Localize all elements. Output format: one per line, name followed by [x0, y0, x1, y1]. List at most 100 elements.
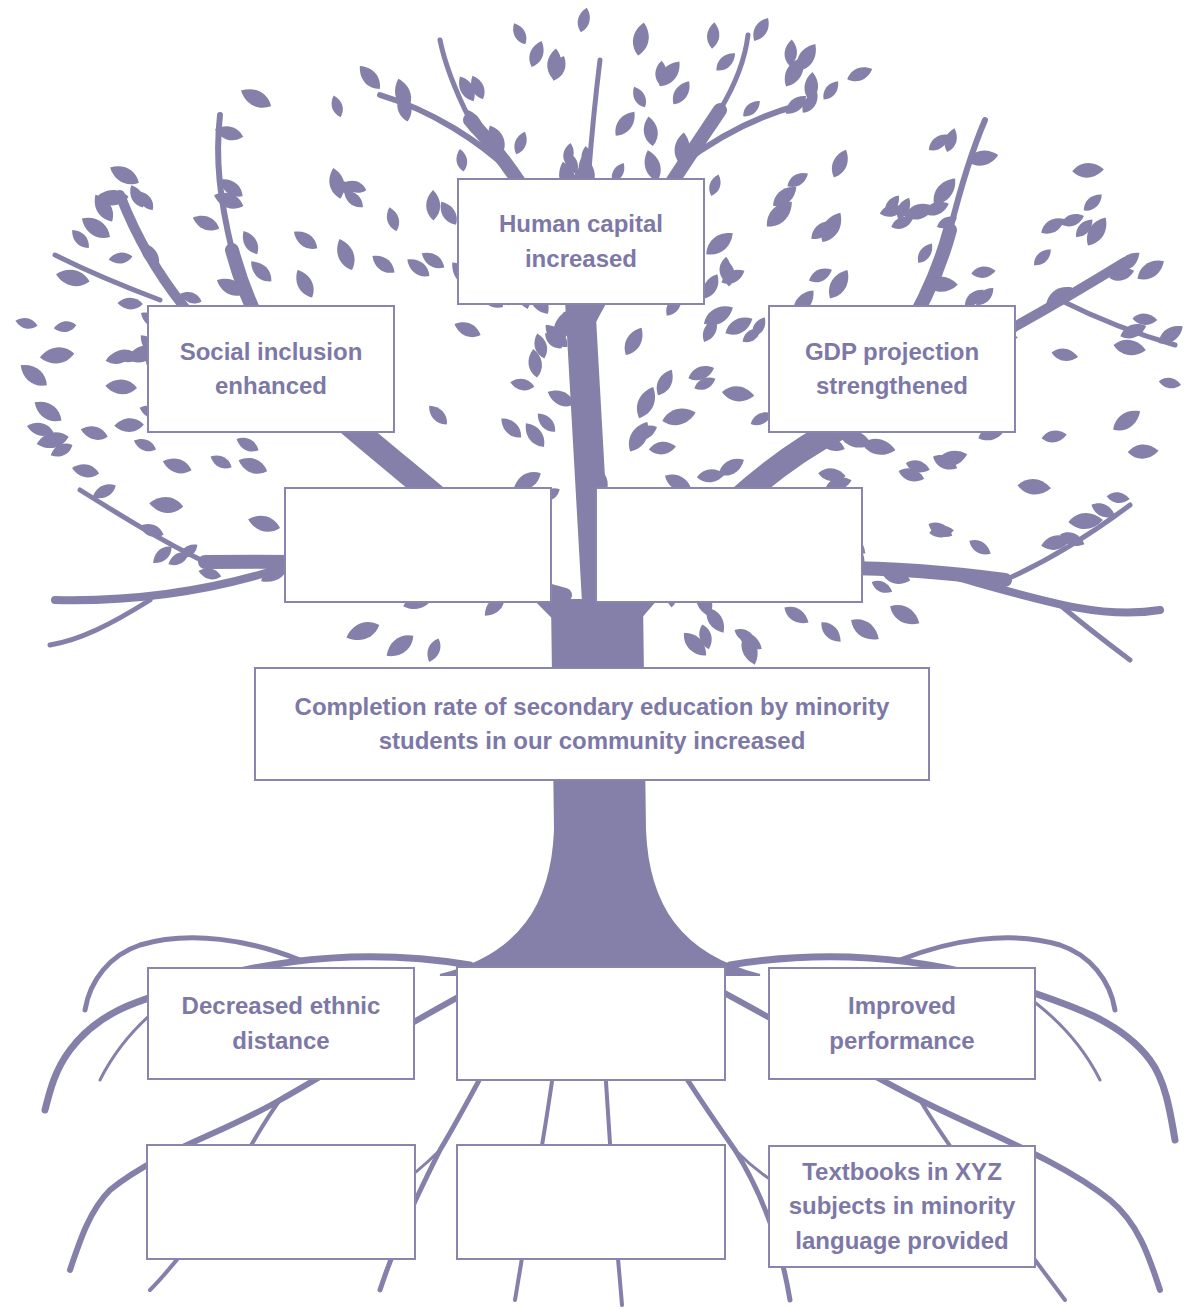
impact-box: Social inclusion enhanced	[147, 305, 395, 433]
leaf	[395, 91, 415, 123]
leaf	[570, 374, 589, 409]
leaf	[509, 21, 530, 47]
leaf	[914, 240, 936, 266]
leaf	[732, 625, 759, 646]
leaf	[404, 254, 434, 281]
leaf	[291, 267, 318, 301]
leaf	[575, 6, 592, 33]
leaf	[384, 206, 402, 233]
leaf	[329, 94, 346, 119]
leaf	[197, 566, 222, 582]
leaf	[818, 467, 847, 483]
empty-box	[457, 1145, 725, 1259]
leaf	[1058, 529, 1087, 550]
leaf	[54, 267, 91, 290]
leaf	[1133, 255, 1168, 285]
leaf	[108, 251, 133, 265]
leaf	[355, 62, 386, 94]
leaf	[1051, 346, 1079, 363]
leaf	[806, 264, 834, 286]
leaf	[234, 434, 261, 455]
leaf	[497, 414, 525, 442]
tree-branches	[50, 35, 1175, 660]
tree-leaves	[14, 6, 1186, 667]
leaf	[16, 359, 51, 391]
leaf	[117, 297, 143, 310]
leaf	[1030, 246, 1054, 270]
cause-box: Improved performance	[768, 967, 1036, 1080]
box-label: Textbooks in XYZ subjects in minority la…	[780, 1155, 1024, 1257]
leaf	[1017, 477, 1052, 496]
leaf	[212, 189, 246, 213]
leaf	[89, 191, 118, 225]
impact-box: GDP projection strengthened	[768, 305, 1016, 433]
cause-box: Decreased ethnic distance	[147, 967, 415, 1080]
leaf	[630, 21, 651, 57]
leaf	[660, 405, 697, 429]
leaf	[807, 216, 836, 243]
leaf	[697, 623, 715, 651]
leaf	[1038, 214, 1068, 238]
empty-box	[457, 967, 725, 1080]
tree-trunk	[440, 600, 760, 975]
leaf	[817, 618, 845, 646]
leaf	[104, 349, 132, 367]
leaf	[546, 48, 563, 80]
leaf	[1072, 162, 1105, 179]
leaf	[828, 147, 853, 180]
leaf	[178, 289, 203, 306]
leaf	[1132, 313, 1158, 326]
leaf	[942, 126, 960, 153]
leaf	[847, 614, 883, 646]
leaf	[79, 423, 109, 443]
leaf	[149, 496, 184, 515]
box-label: Completion rate of secondary education b…	[266, 690, 918, 758]
box-label: Human capital increased	[469, 207, 693, 275]
leaf	[749, 15, 773, 44]
leaf	[706, 173, 723, 198]
leaf	[700, 301, 737, 331]
leaf	[721, 385, 755, 404]
impact-box: Human capital increased	[457, 178, 705, 305]
leaf	[673, 132, 691, 166]
cause-box: Textbooks in XYZ subjects in minority la…	[768, 1145, 1036, 1268]
leaf	[925, 276, 958, 292]
leaf	[53, 320, 77, 333]
leaf	[803, 71, 819, 101]
leaf	[701, 227, 737, 260]
leaf	[214, 274, 249, 301]
box-label: GDP projection strengthened	[780, 335, 1004, 403]
leaf	[819, 78, 842, 103]
leaf	[632, 384, 660, 422]
leaf	[1106, 491, 1130, 504]
leaf	[14, 316, 38, 331]
leaf	[966, 536, 993, 559]
leaf	[881, 193, 903, 217]
tree-roots	[45, 938, 1175, 1305]
leaf	[620, 324, 648, 359]
empty-box	[596, 488, 862, 602]
leaf	[68, 226, 93, 252]
leaf	[526, 39, 548, 70]
leaf	[452, 318, 483, 341]
leaf	[740, 97, 764, 120]
leaf	[236, 454, 270, 478]
leaf	[237, 84, 274, 113]
leaf	[114, 418, 144, 433]
leaf	[629, 84, 649, 110]
leaf	[424, 636, 444, 664]
leaf	[149, 542, 175, 567]
leaf	[935, 213, 959, 232]
leaf	[817, 433, 847, 454]
leaf	[668, 78, 694, 108]
empty-box	[147, 1145, 415, 1259]
leaf	[655, 60, 667, 85]
leaf	[1041, 429, 1068, 444]
leaf	[521, 419, 550, 451]
leaf	[161, 455, 194, 477]
leaf	[1155, 321, 1187, 349]
leaf	[712, 49, 739, 75]
leaf	[290, 226, 321, 253]
leaf	[137, 520, 165, 540]
